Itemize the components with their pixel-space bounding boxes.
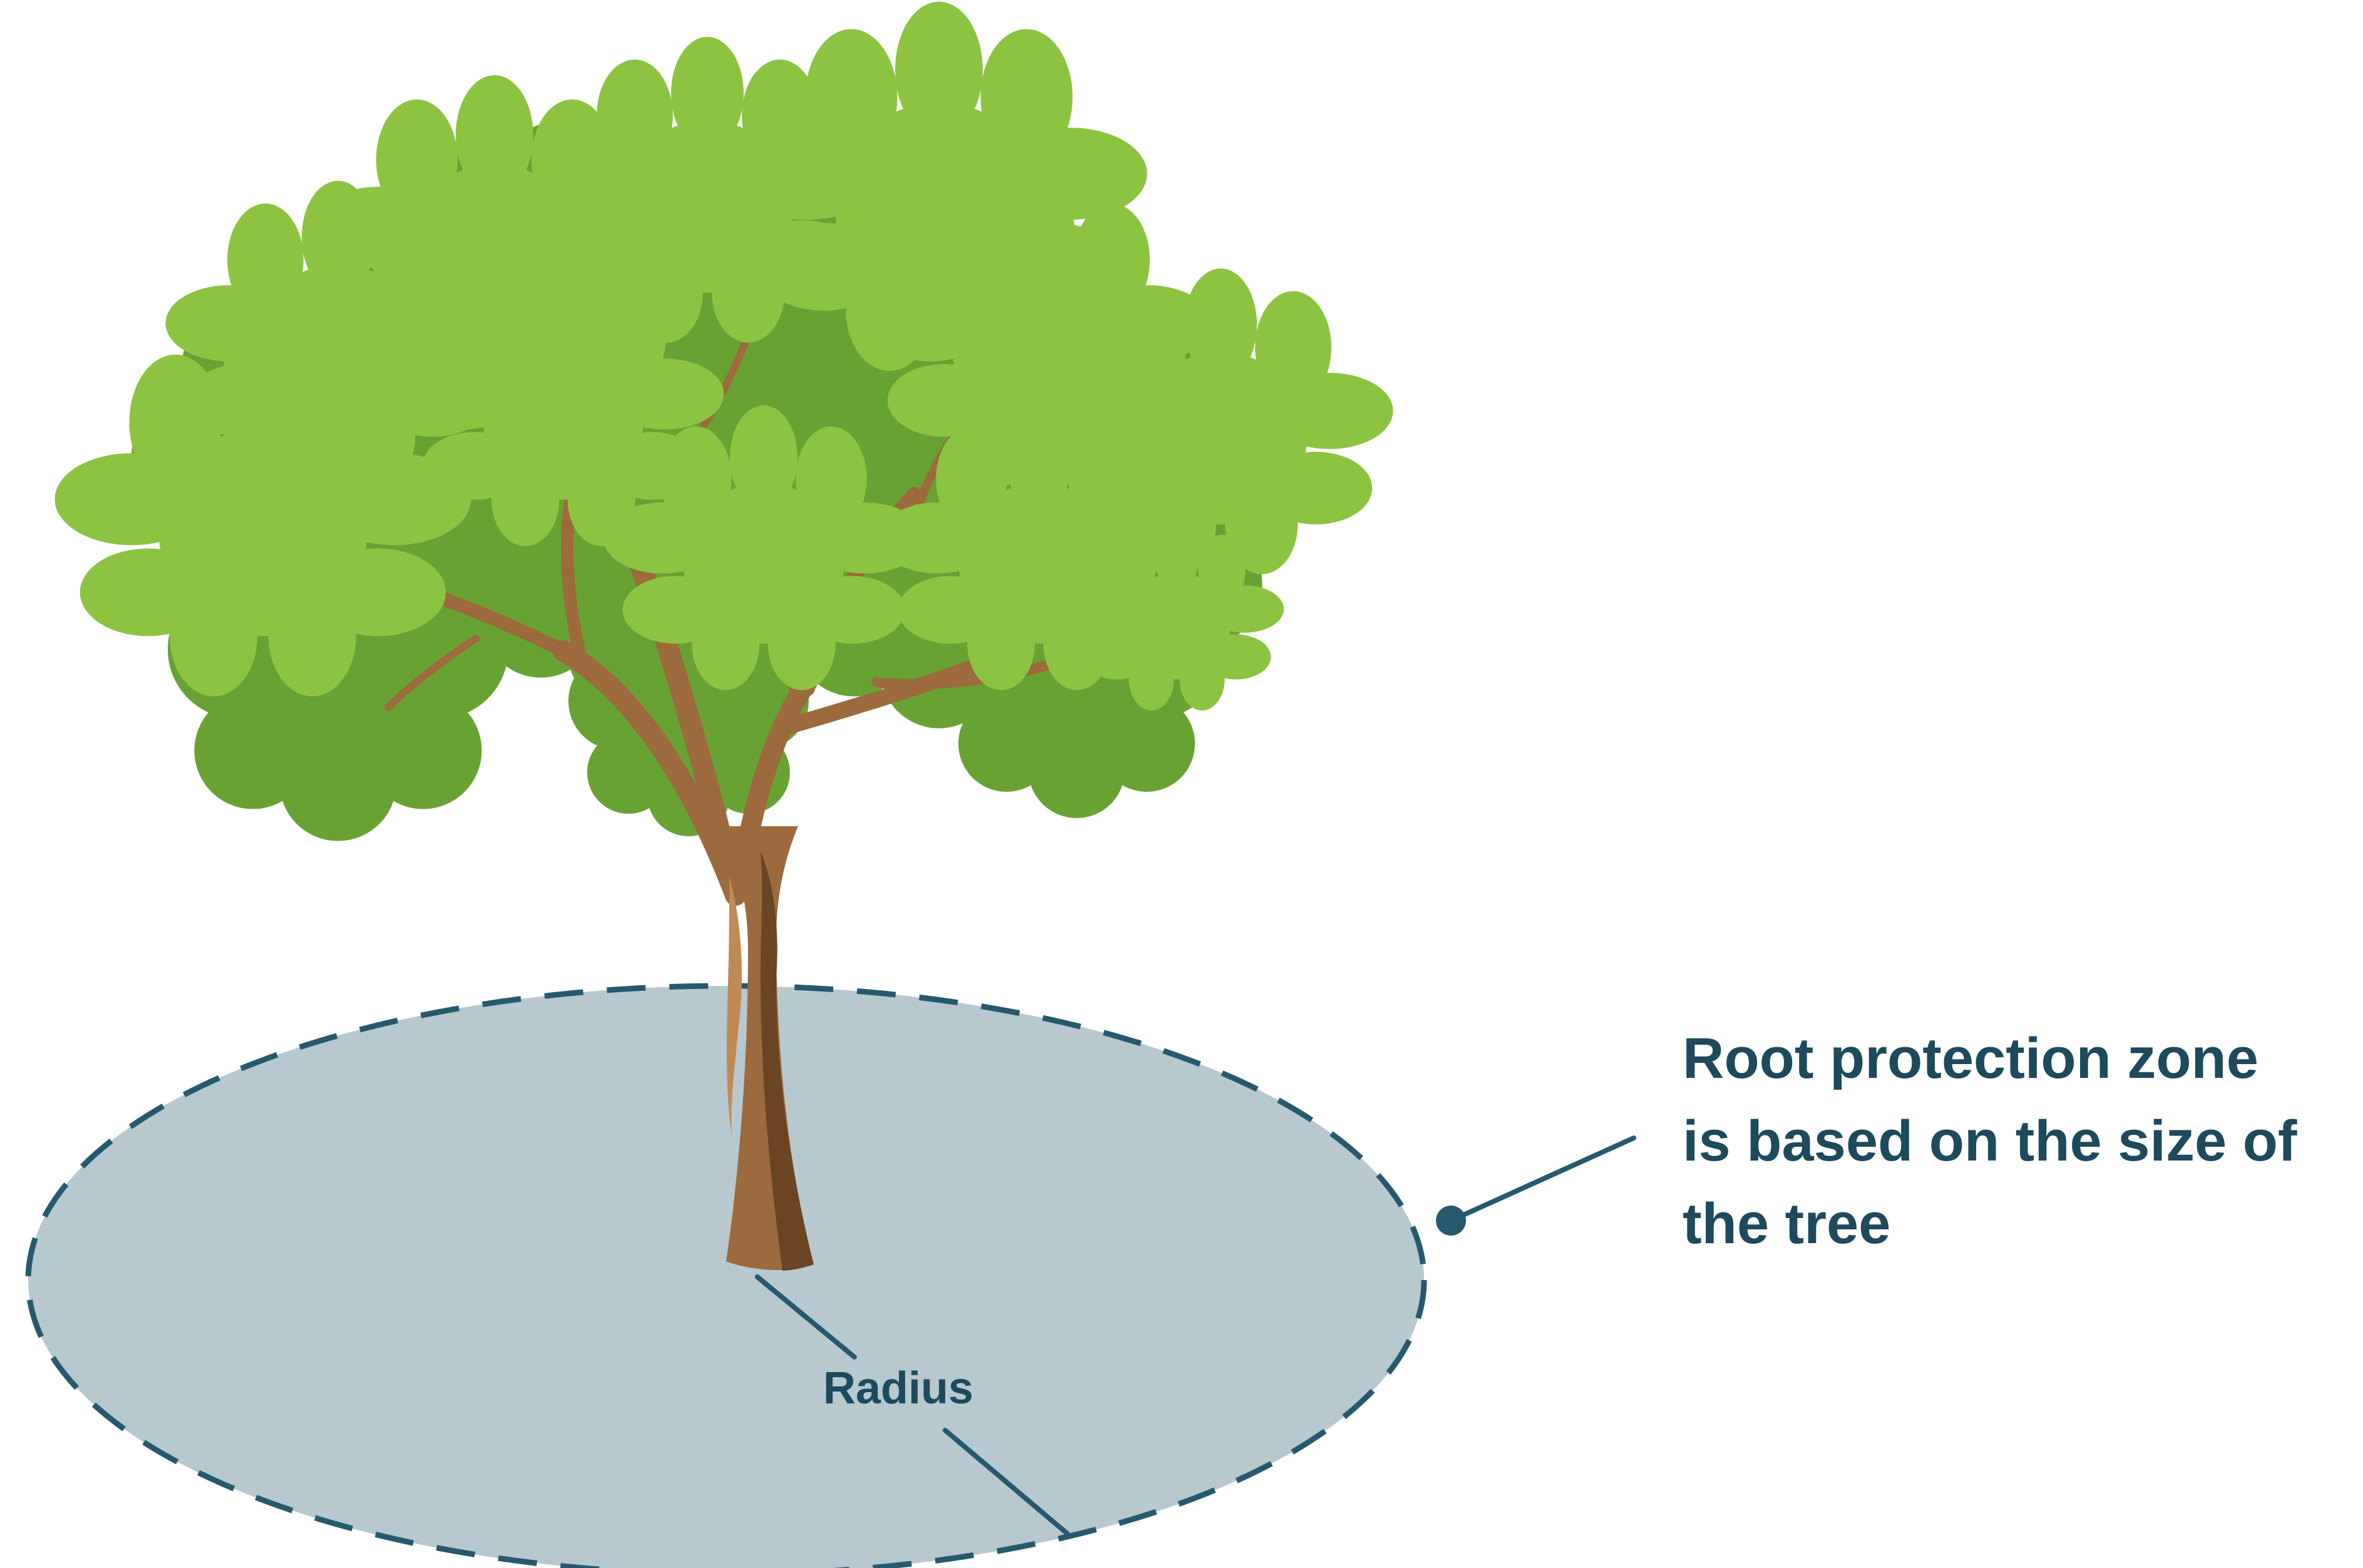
- root-protection-zone-caption: Root protection zone is based on the siz…: [1683, 1017, 2346, 1265]
- callout-leader-line: [1448, 1135, 1636, 1223]
- radius-line-upper: [755, 1274, 857, 1360]
- radius-line-lower: [943, 1428, 1070, 1536]
- tree-illustration: [54, 1, 1393, 1271]
- root-protection-zone: [28, 986, 1424, 1568]
- caption-line-1: Root protection zone: [1683, 1027, 2258, 1090]
- callout-dot: [1436, 1206, 1466, 1236]
- caption-line-2: is based on the size of: [1683, 1109, 2297, 1173]
- caption-line-3: the tree: [1683, 1192, 1891, 1256]
- root-protection-zone-outline: [25, 983, 1427, 1568]
- radius-label: Radius: [823, 1363, 973, 1413]
